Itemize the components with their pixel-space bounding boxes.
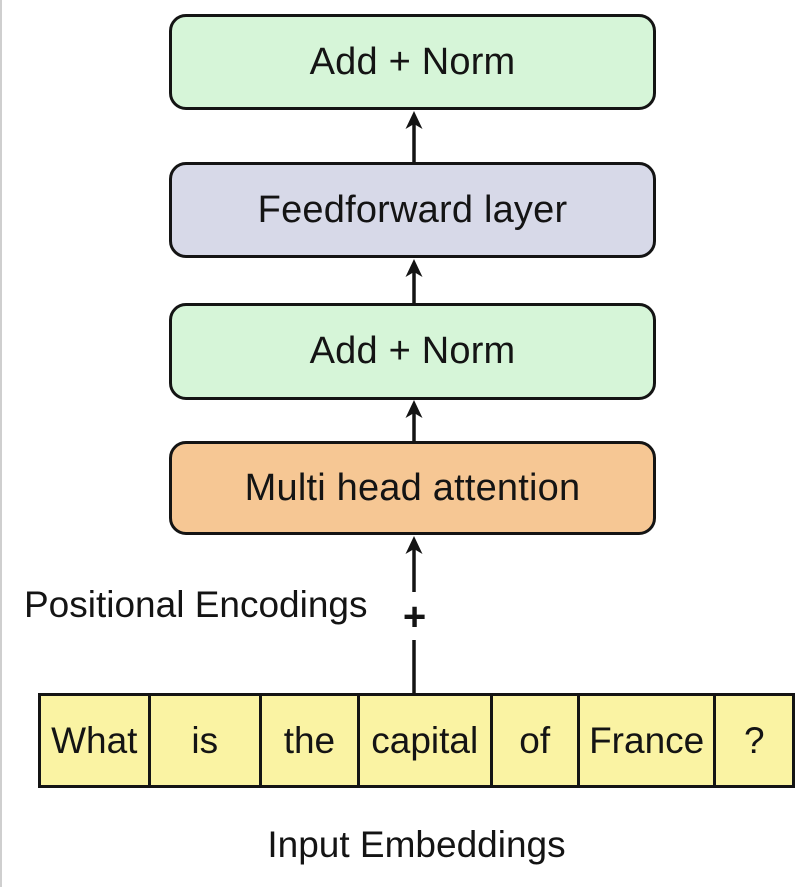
up-arrow-icon [405, 400, 423, 442]
token-row: What is the capital of France ? [38, 693, 795, 788]
left-edge-line [0, 0, 2, 887]
block-add-norm-bottom: Add + Norm [169, 303, 656, 400]
block-multi-head-attention: Multi head attention [169, 441, 656, 535]
block-label: Multi head attention [244, 466, 581, 509]
token-cell: capital [356, 693, 493, 788]
token-cell: is [147, 693, 262, 788]
block-feedforward: Feedforward layer [169, 162, 656, 258]
up-arrow-icon [405, 259, 423, 304]
block-label: Add + Norm [309, 330, 516, 372]
input-embeddings-label: Input Embeddings [267, 824, 566, 865]
token-cell: the [258, 693, 360, 788]
token-cell: What [38, 693, 151, 788]
up-arrow-icon [405, 111, 423, 163]
positional-encodings-label: Positional Encodings [24, 584, 368, 625]
block-label: Feedforward layer [257, 188, 568, 231]
token-cell: ? [713, 693, 795, 788]
token-cell: of [489, 693, 580, 788]
plus-sign: + [402, 595, 427, 639]
block-label: Add + Norm [309, 40, 516, 83]
block-add-norm-top: Add + Norm [169, 14, 656, 110]
token-cell: France [576, 693, 717, 788]
